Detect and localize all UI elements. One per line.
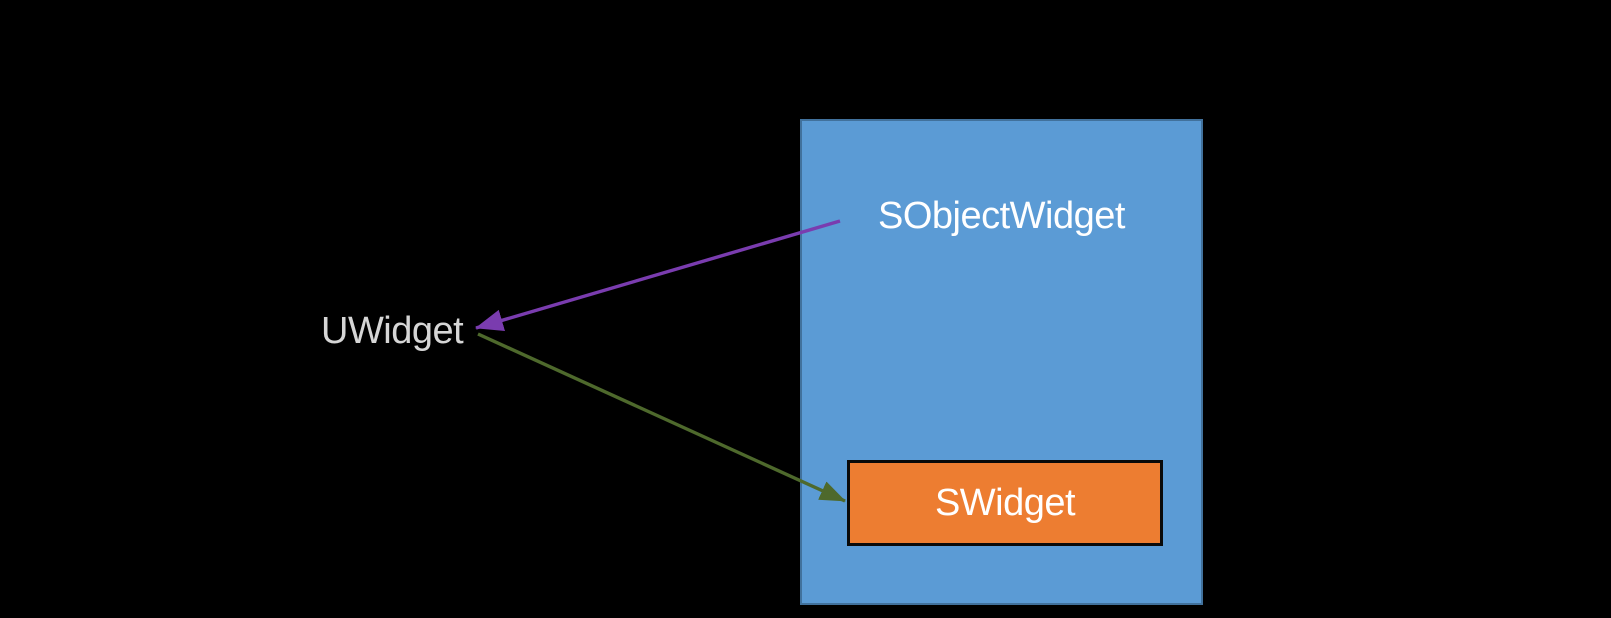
arrow-sobjectwidget-to-uwidget xyxy=(475,219,841,331)
uwidget-label: UWidget xyxy=(321,310,464,352)
sobjectwidget-label: SObjectWidget xyxy=(878,195,1125,237)
swidget-box: SWidget xyxy=(847,460,1163,546)
sobjectwidget-box: SObjectWidget SWidget xyxy=(800,119,1203,605)
arrow-uwidget-to-swidget xyxy=(477,332,846,503)
swidget-label: SWidget xyxy=(934,481,1076,524)
